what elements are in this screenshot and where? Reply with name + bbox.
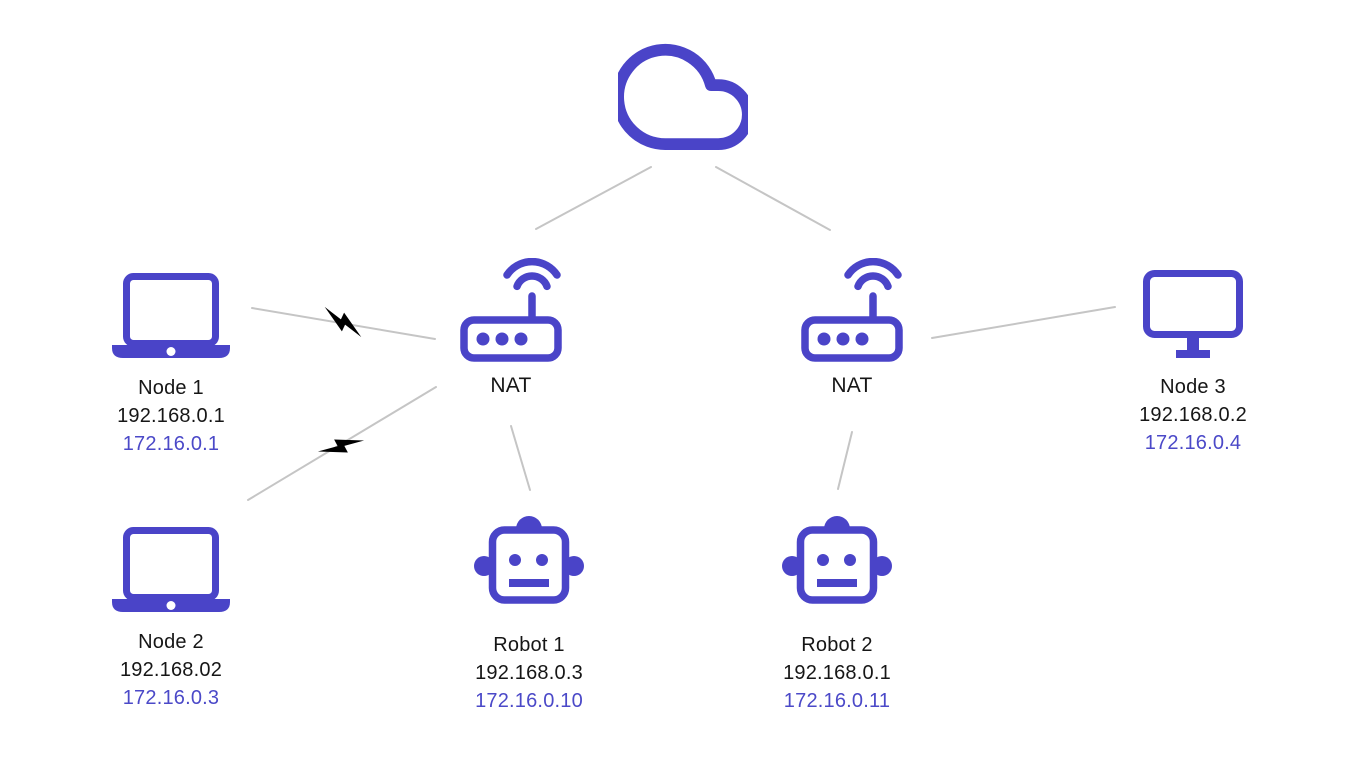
device-ip-private: 172.16.0.10 (475, 690, 583, 712)
device-nat2: NAT (762, 258, 942, 399)
device-ip-public: 192.168.0.3 (475, 662, 583, 684)
connection-node1-nat1 (251, 307, 436, 340)
device-ip-private: 172.16.0.4 (1144, 432, 1242, 454)
wifi-outer-arc (503, 258, 561, 279)
connection-nat2-robot2 (837, 431, 853, 490)
monitor-icon (1143, 270, 1243, 358)
device-robot2: Robot 2 192.168.0.1 172.16.0.11 (747, 516, 927, 715)
wifi-inner-arc (513, 272, 551, 291)
robot-icon (782, 516, 892, 604)
device-label: NAT (490, 374, 532, 397)
laptop-icon (112, 527, 230, 612)
router-body (460, 316, 562, 362)
device-ip-public: 192.168.02 (119, 659, 223, 681)
device-ip-public: 192.168.0.1 (117, 405, 225, 427)
lightning-bolt-icon (324, 306, 362, 338)
connection-nat2-node3 (931, 306, 1116, 339)
lightning-bolt-icon (317, 439, 365, 453)
cloud-icon (618, 43, 748, 150)
device-ip-public: 192.168.0.2 (1139, 404, 1247, 426)
connection-cloud-nat1 (535, 166, 652, 230)
device-ip-private: 172.16.0.1 (122, 433, 220, 455)
device-label: NAT (831, 374, 873, 397)
device-ip-private: 172.16.0.11 (783, 690, 891, 712)
device-node1: Node 1 192.168.0.1 172.16.0.1 (81, 273, 261, 458)
wifi-outer-arc (844, 258, 902, 279)
device-ip-public: 192.168.0.1 (783, 662, 891, 684)
router-body (801, 316, 903, 362)
device-label: Node 2 (138, 631, 204, 653)
device-node3: Node 3 192.168.0.2 172.16.0.4 (1103, 270, 1283, 457)
device-label: Node 3 (1160, 376, 1226, 398)
device-cloud (613, 38, 753, 150)
device-nat1: NAT (421, 258, 601, 399)
robot-icon (474, 516, 584, 604)
router-wifi-icon (460, 258, 562, 362)
device-ip-private: 172.16.0.3 (122, 687, 220, 709)
device-node2: Node 2 192.168.02 172.16.0.3 (81, 527, 261, 712)
device-label: Robot 2 (801, 634, 873, 656)
laptop-icon (112, 273, 230, 358)
device-robot1: Robot 1 192.168.0.3 172.16.0.10 (439, 516, 619, 715)
connection-cloud-nat2 (715, 166, 831, 231)
connection-node2-nat1 (247, 386, 437, 501)
device-label: Node 1 (138, 377, 204, 399)
device-label: Robot 1 (493, 634, 565, 656)
connection-nat1-robot1 (510, 425, 531, 491)
router-wifi-icon (801, 258, 903, 362)
wifi-inner-arc (854, 272, 892, 291)
